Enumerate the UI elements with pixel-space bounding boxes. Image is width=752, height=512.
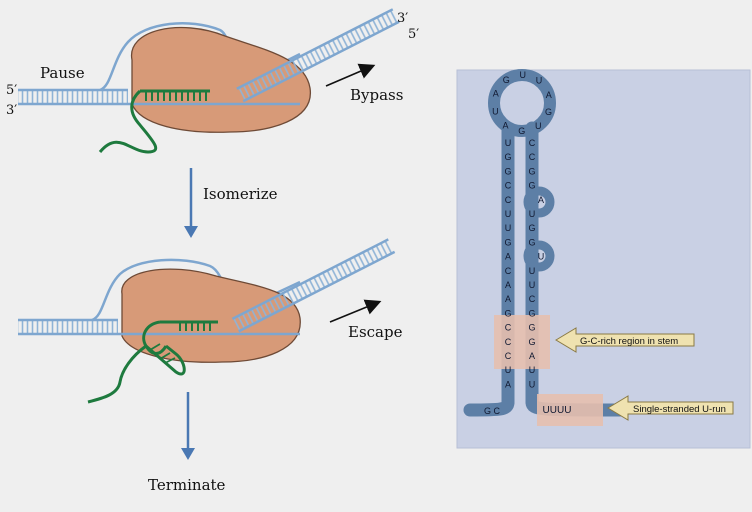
tail-nucleotides: G C bbox=[484, 406, 501, 416]
label-terminate: Terminate bbox=[148, 476, 226, 494]
right-arm-nucleotide: G bbox=[528, 223, 535, 233]
right-arm-nucleotide: C bbox=[529, 138, 536, 148]
callout-gc-rich: G-C-rich region in stem bbox=[555, 327, 695, 353]
callout-gc-text: G-C-rich region in stem bbox=[580, 336, 678, 347]
label-5-prime-top: 5′ bbox=[6, 83, 17, 98]
u-run-nucleotides: UUUU bbox=[543, 405, 572, 416]
left-arm-nucleotide: C bbox=[505, 323, 512, 333]
bypass-arrow bbox=[325, 63, 376, 87]
left-arm-nucleotide: G bbox=[504, 237, 511, 247]
left-arm-nucleotide: C bbox=[505, 337, 512, 347]
left-arm-nucleotide: G bbox=[504, 166, 511, 176]
right-arm-nucleotide: A bbox=[538, 195, 544, 205]
label-pause: Pause bbox=[40, 64, 85, 82]
right-arm-nucleotide: A bbox=[529, 351, 535, 361]
left-arm-nucleotide: C bbox=[505, 266, 512, 276]
bulge-2 bbox=[523, 240, 555, 272]
loop-nucleotide: U bbox=[535, 121, 542, 131]
loop-nucleotide: G bbox=[545, 107, 552, 117]
left-arm-nucleotide: U bbox=[505, 209, 512, 219]
isomerize-step: Isomerize bbox=[184, 168, 278, 238]
right-arm-nucleotide: C bbox=[529, 152, 536, 162]
escape-arrow bbox=[329, 299, 382, 323]
loop-nucleotide: G bbox=[503, 75, 510, 85]
left-arm-nucleotide: C bbox=[505, 181, 512, 191]
left-arm-nucleotide: A bbox=[505, 280, 511, 290]
right-arm-nucleotide: G bbox=[528, 181, 535, 191]
left-arm-nucleotide: U bbox=[505, 223, 512, 233]
right-arm-nucleotide: G bbox=[528, 166, 535, 176]
hairpin-loop bbox=[488, 69, 556, 137]
label-isomerize: Isomerize bbox=[203, 185, 278, 203]
right-arm-nucleotide: U bbox=[538, 252, 545, 262]
right-arm-nucleotide: G bbox=[528, 323, 535, 333]
right-arm-nucleotide: U bbox=[529, 266, 536, 276]
left-arm-nucleotide: G bbox=[504, 152, 511, 162]
right-arm-nucleotide: U bbox=[529, 209, 536, 219]
tail-left bbox=[463, 395, 515, 417]
loop-nucleotide: A bbox=[502, 121, 508, 131]
upstream-dna-duplex-2 bbox=[18, 320, 118, 334]
loop-nucleotide: A bbox=[546, 90, 552, 100]
loop-nucleotide: U bbox=[520, 70, 527, 80]
right-arm-nucleotide: U bbox=[529, 365, 536, 375]
loop-nucleotide: G bbox=[518, 126, 525, 136]
callout-u-run: Single-stranded U-run bbox=[607, 395, 734, 421]
loop-nucleotide: U bbox=[492, 107, 499, 117]
gc-rich-highlight bbox=[494, 315, 550, 369]
left-arm-nucleotide: A bbox=[505, 379, 511, 389]
label-5-prime-out: 5′ bbox=[408, 27, 419, 42]
right-arm-nucleotide: G bbox=[528, 337, 535, 347]
downstream-dna-duplex bbox=[236, 9, 400, 102]
hairpin-complex: Escape bbox=[18, 238, 403, 404]
rna-polymerase bbox=[131, 26, 311, 133]
loop-nucleotide: U bbox=[536, 76, 543, 86]
label-3-prime-out: 3′ bbox=[397, 11, 408, 26]
downstream-dna-duplex-2 bbox=[232, 239, 395, 332]
left-arm-nucleotide: C bbox=[505, 195, 512, 205]
left-arm-nucleotide: G bbox=[504, 308, 511, 318]
left-arm-nucleotide: A bbox=[505, 294, 511, 304]
upstream-dna-duplex bbox=[18, 90, 128, 104]
right-arm-nucleotide: C bbox=[529, 294, 536, 304]
left-arm-nucleotide: A bbox=[505, 252, 511, 262]
loop-nucleotide: A bbox=[493, 88, 499, 98]
rna-hairpin bbox=[87, 320, 218, 404]
label-3-prime-bottom: 3′ bbox=[6, 103, 17, 118]
right-arm-nucleotide: U bbox=[529, 379, 536, 389]
nascent-rna bbox=[98, 89, 158, 154]
right-arm-nucleotide: G bbox=[528, 237, 535, 247]
bulge-1 bbox=[523, 186, 555, 218]
paused-complex: 5′ 3′ 3′ 5′ Pause Bypass bbox=[6, 8, 419, 154]
left-arm-nucleotide: U bbox=[505, 365, 512, 375]
callout-u-text: Single-stranded U-run bbox=[633, 404, 726, 415]
left-arm-nucleotide: C bbox=[505, 351, 512, 361]
label-escape: Escape bbox=[348, 323, 403, 341]
right-arm-nucleotide: G bbox=[528, 308, 535, 318]
rna-dna-hybrid bbox=[140, 89, 210, 101]
u-run-highlight bbox=[537, 394, 603, 426]
terminate-step: Terminate bbox=[148, 392, 226, 494]
left-arm-nucleotide: U bbox=[505, 138, 512, 148]
right-arm-nucleotide: U bbox=[529, 280, 536, 290]
label-bypass: Bypass bbox=[350, 86, 403, 104]
